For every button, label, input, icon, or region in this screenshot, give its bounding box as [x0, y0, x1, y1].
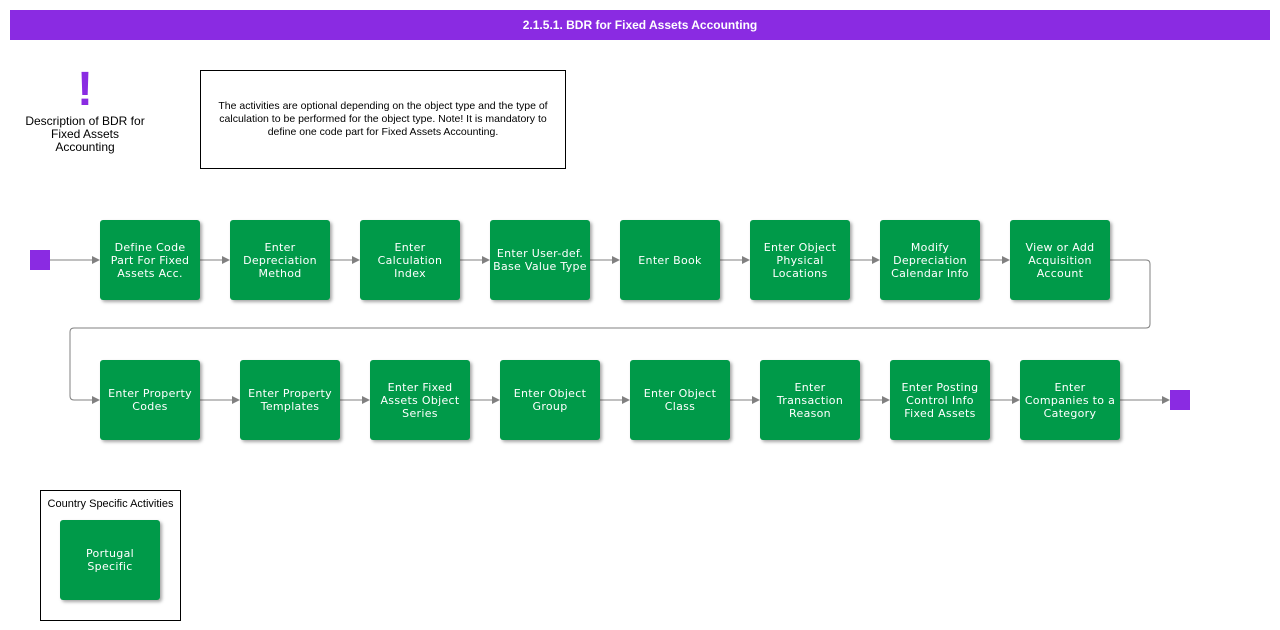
activity-enter-base-value-type[interactable]: Enter User-def. Base Value Type [490, 220, 590, 300]
wrap-connector [69, 259, 1151, 404]
activity-enter-object-group[interactable]: Enter Object Group [500, 360, 600, 440]
activity-modify-depreciation-calendar[interactable]: Modify Depreciation Calendar Info [880, 220, 980, 300]
exclamation-icon: ! [77, 63, 93, 116]
activity-enter-companies-category[interactable]: Enter Companies to a Category [1020, 360, 1120, 440]
activity-portugal-specific[interactable]: Portugal Specific [60, 520, 160, 600]
activity-enter-object-class[interactable]: Enter Object Class [630, 360, 730, 440]
activity-enter-physical-locations[interactable]: Enter Object Physical Locations [750, 220, 850, 300]
country-specific-label: Country Specific Activities [47, 498, 174, 510]
activity-enter-book[interactable]: Enter Book [620, 220, 720, 300]
activity-define-code-part[interactable]: Define Code Part For Fixed Assets Acc. [100, 220, 200, 300]
note-box: The activities are optional depending on… [200, 70, 566, 169]
activity-enter-transaction-reason[interactable]: Enter Transaction Reason [760, 360, 860, 440]
activity-enter-property-templates[interactable]: Enter Property Templates [240, 360, 340, 440]
activity-enter-depreciation-method[interactable]: Enter Depreciation Method [230, 220, 330, 300]
activity-enter-property-codes[interactable]: Enter Property Codes [100, 360, 200, 440]
activity-enter-object-series[interactable]: Enter Fixed Assets Object Series [370, 360, 470, 440]
diagram-title: 2.1.5.1. BDR for Fixed Assets Accounting [10, 10, 1270, 40]
end-node[interactable] [1170, 390, 1190, 410]
activity-acquisition-account[interactable]: View or Add Acquisition Account [1010, 220, 1110, 300]
activity-enter-calculation-index[interactable]: Enter Calculation Index [360, 220, 460, 300]
start-node[interactable] [30, 250, 50, 270]
activity-enter-posting-control[interactable]: Enter Posting Control Info Fixed Assets [890, 360, 990, 440]
description-label: Description of BDR for Fixed Assets Acco… [25, 114, 145, 154]
